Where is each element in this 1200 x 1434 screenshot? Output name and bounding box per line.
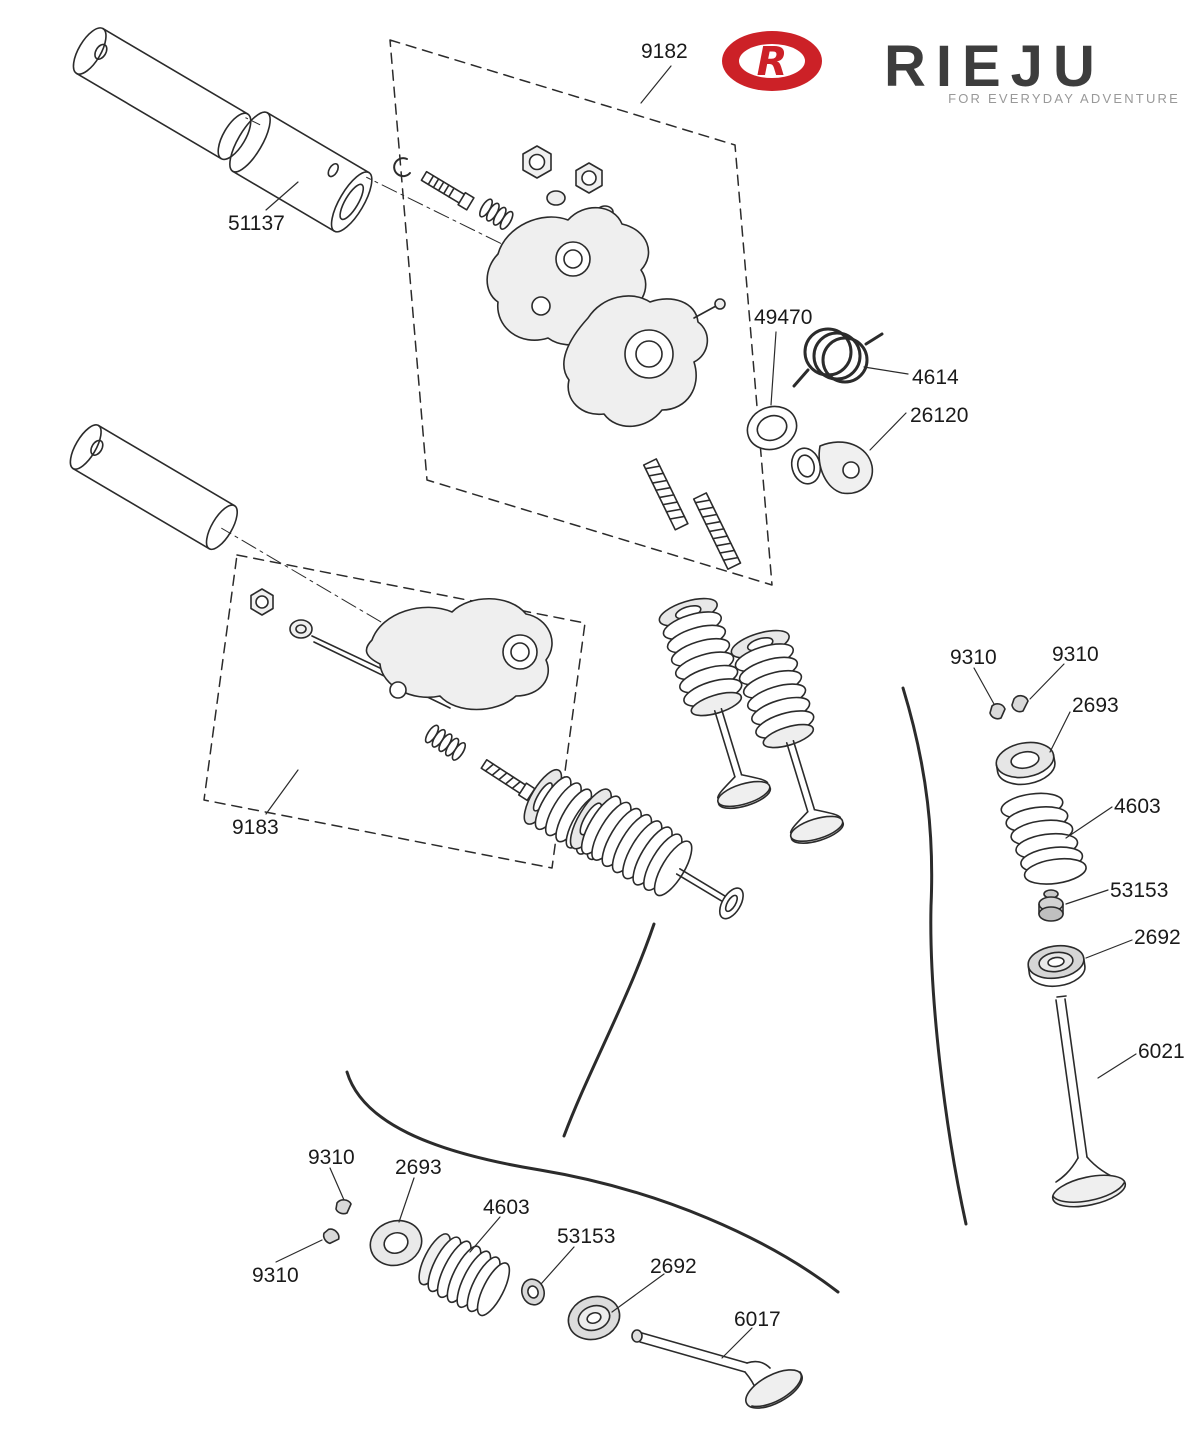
valve-assembly-2: [730, 629, 845, 844]
spring-seat-2693-right: [995, 741, 1056, 786]
stem-seal-53153-right: [1038, 889, 1064, 922]
stem-seal-53153-bottom: [520, 1278, 546, 1306]
lock-nut-1: [522, 145, 552, 179]
group-box-9182: [389, 39, 773, 586]
bracket-curves: [345, 686, 968, 1294]
part-label-4603-right: 4603: [1114, 795, 1161, 818]
valve-spring-stack-2: [569, 788, 744, 920]
part-label-53153-bottom: 53153: [557, 1225, 616, 1248]
lock-nut-2: [575, 162, 603, 194]
rocker-shaft-1: [72, 27, 252, 161]
rocker-shaft-2: [69, 424, 238, 551]
part-label-2692-right: 2692: [1134, 926, 1181, 949]
part-label-9310-2: 9310: [1052, 643, 1099, 666]
rieju-wordmark: RIEJU: [884, 34, 1105, 99]
clip-26120: [790, 441, 874, 495]
rieju-logo: R RIEJU FOR EVERYDAY ADVENTURE: [722, 31, 1180, 106]
part-label-51137: 51137: [228, 212, 285, 235]
valve-spring-4603-right: [1000, 792, 1087, 885]
part-label-6017: 6017: [734, 1308, 781, 1331]
adjuster-stud-2: [692, 492, 742, 570]
part-label-9182: 9182: [641, 40, 688, 63]
leader-lines: [265, 65, 1137, 1359]
rieju-tagline: FOR EVERYDAY ADVENTURE: [948, 91, 1180, 106]
collet-9310-right-b: [1011, 694, 1029, 713]
valve-6017: [631, 1329, 803, 1409]
part-label-2693-bottom: 2693: [395, 1156, 442, 1179]
part-label-2692-bottom: 2692: [650, 1255, 697, 1278]
group-box-9183: [203, 554, 586, 869]
part-label-4603-bottom: 4603: [483, 1196, 530, 1219]
part-label-26120: 26120: [910, 404, 969, 427]
collet-9310-bottom-a: [335, 1199, 352, 1215]
e-clip: [393, 157, 411, 178]
small-spring: [479, 198, 514, 230]
part-label-9310-1: 9310: [950, 646, 997, 669]
washer-small-1: [546, 190, 566, 206]
rocker-assembly-2: [250, 588, 553, 802]
part-label-4614: 4614: [912, 366, 959, 389]
valve-6021: [1051, 995, 1127, 1208]
part-label-9310-4: 9310: [252, 1264, 299, 1287]
part-label-53153-right: 53153: [1110, 879, 1169, 902]
part-label-9310-3: 9310: [308, 1146, 355, 1169]
spring-seat-2692-bottom: [567, 1295, 621, 1341]
part-label-6021: 6021: [1138, 1040, 1185, 1063]
adjuster-screw-small: [420, 170, 475, 211]
part-label-9183: 9183: [232, 816, 279, 839]
spring-seat-2692-right: [1027, 944, 1086, 987]
spring-seat-2693-bottom: [369, 1219, 423, 1267]
washer-49470: [746, 405, 798, 451]
part-label-49470: 49470: [754, 306, 813, 329]
torsion-spring-4614: [792, 327, 884, 388]
shaft-centerlines: [91, 43, 576, 653]
adjuster-stud-1: [642, 458, 689, 531]
valve-assembly-1: [658, 597, 772, 810]
rocker-arm-2: [563, 295, 726, 428]
rieju-monogram: R: [757, 39, 788, 85]
collet-9310-right-a: [989, 703, 1006, 720]
part-label-2693-right: 2693: [1072, 694, 1119, 717]
collet-9310-bottom-b: [322, 1228, 340, 1245]
valve-spring-4603-bottom: [418, 1233, 511, 1317]
